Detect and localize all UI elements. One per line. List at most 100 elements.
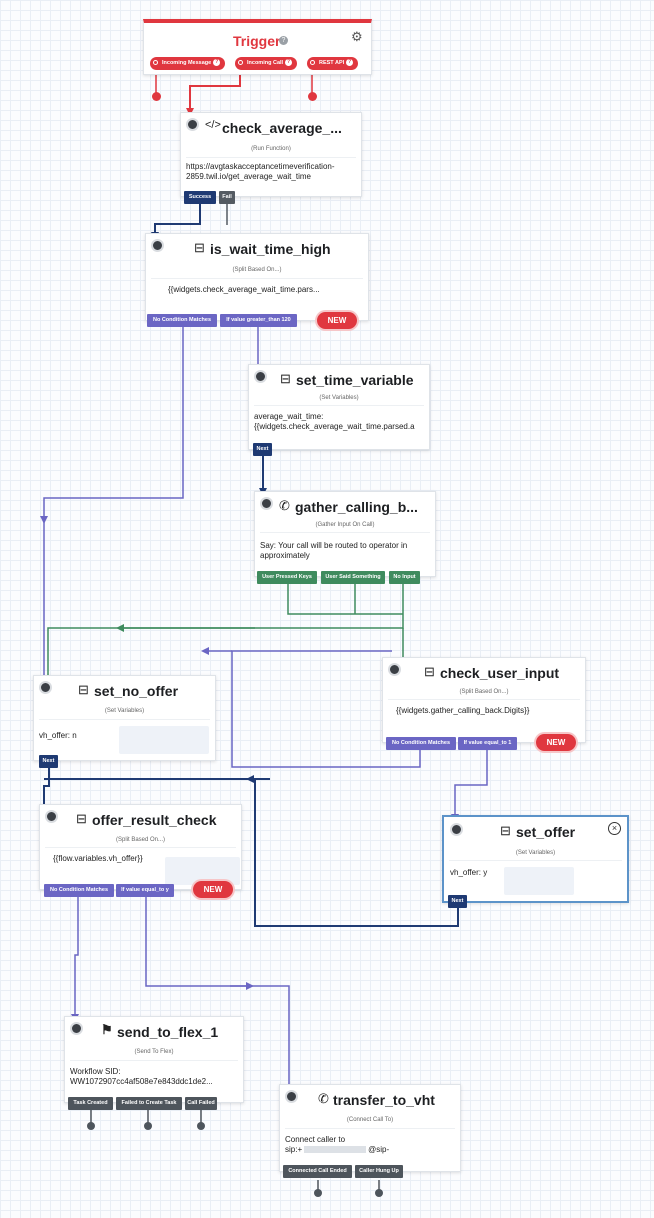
- widget-offer-result-check[interactable]: ⊟ offer_result_check (Split Based On...)…: [39, 804, 242, 890]
- wire-no-condition-3: [71, 897, 79, 1022]
- port-task-created[interactable]: Task Created: [68, 1097, 113, 1110]
- divider: [260, 532, 430, 533]
- divider: [449, 860, 622, 861]
- endpoint-dot[interactable]: [197, 1122, 205, 1130]
- widget-title: set_time_variable: [296, 372, 414, 388]
- widget-title: transfer_to_vht: [333, 1092, 435, 1108]
- port-fail[interactable]: Fail: [219, 191, 235, 204]
- widget-body: {{widgets.check_average_wait_time.pars..…: [168, 285, 320, 294]
- port-failed-to-create-task[interactable]: Failed to Create Task: [116, 1097, 182, 1110]
- port-no-input[interactable]: No Input: [389, 571, 420, 584]
- split-icon: ⊟: [194, 240, 205, 255]
- widget-body: Workflow SID: WW1072907cc4af508e7e843ddc…: [70, 1067, 213, 1086]
- port-user-pressed-keys[interactable]: User Pressed Keys: [257, 571, 317, 584]
- new-badge: NEW: [317, 312, 357, 329]
- wire-success: [151, 204, 201, 240]
- port-no-condition[interactable]: No Condition Matches: [386, 737, 456, 750]
- trigger-connector-dot[interactable]: [308, 92, 317, 101]
- port-equal-to-1[interactable]: If value equal_to 1: [458, 737, 517, 750]
- widget-handle[interactable]: [285, 1090, 298, 1103]
- trigger-pill-incoming-message[interactable]: Incoming Message?: [150, 57, 226, 70]
- widget-handle[interactable]: [186, 118, 199, 131]
- widget-body: Connect caller to sip:+@sip-: [285, 1135, 390, 1154]
- port-success[interactable]: Success: [184, 191, 216, 204]
- port-call-failed[interactable]: Call Failed: [185, 1097, 217, 1110]
- pill-dot-icon: [238, 60, 243, 65]
- close-icon[interactable]: ×: [608, 822, 621, 835]
- endpoint-dot[interactable]: [87, 1122, 95, 1130]
- port-caller-hung-up[interactable]: Caller Hung Up: [355, 1165, 403, 1178]
- widget-title: gather_calling_b...: [295, 499, 418, 515]
- trigger-pill-incoming-call[interactable]: Incoming Call?: [235, 57, 298, 70]
- divider: [70, 1060, 238, 1061]
- gears-icon[interactable]: ⚙: [351, 29, 363, 44]
- widget-subtitle: (Set Variables): [319, 395, 359, 401]
- flex-icon: ⚑: [101, 1022, 113, 1037]
- redacted-area: [165, 857, 240, 885]
- endpoint-dot[interactable]: [375, 1189, 383, 1197]
- widget-handle[interactable]: [450, 823, 463, 836]
- port-no-condition[interactable]: No Condition Matches: [44, 884, 114, 897]
- widget-subtitle: (Set Variables): [515, 850, 556, 856]
- widget-set-offer[interactable]: ⊟ set_offer × (Set Variables) vh_offer: …: [442, 815, 629, 903]
- widget-subtitle: (Gather Input On Call): [315, 522, 375, 528]
- phone-icon: ✆: [318, 1091, 329, 1106]
- widget-send-to-flex[interactable]: ⚑ send_to_flex_1 (Send To Flex) Workflow…: [64, 1016, 244, 1103]
- widget-handle[interactable]: [260, 497, 273, 510]
- port-connected-call-ended[interactable]: Connected Call Ended: [283, 1165, 352, 1178]
- widget-body: average_wait_time: {{widgets.check_avera…: [254, 412, 415, 431]
- widget-is-wait-time-high[interactable]: ⊟ is_wait_time_high (Split Based On...) …: [145, 233, 369, 321]
- widget-title: send_to_flex_1: [117, 1024, 219, 1040]
- wire-gather-ports: [47, 584, 404, 680]
- wire-equal-1: [451, 750, 488, 822]
- question-icon[interactable]: ?: [279, 36, 288, 45]
- variables-icon: ⊟: [500, 823, 511, 838]
- trigger-connector-dot[interactable]: [152, 92, 161, 101]
- pill-dot-icon: [153, 60, 158, 65]
- widget-subtitle: (Split Based On...): [115, 837, 166, 843]
- endpoint-dot[interactable]: [314, 1189, 322, 1197]
- divider: [186, 157, 356, 158]
- widget-check-average[interactable]: </> check_average_... (Run Function) htt…: [180, 112, 362, 197]
- widget-subtitle: (Send To Flex): [134, 1049, 174, 1055]
- wire-next-2: [40, 768, 50, 812]
- phone-icon: ✆: [279, 498, 290, 513]
- new-badge: NEW: [536, 734, 576, 751]
- port-no-condition[interactable]: No Condition Matches: [147, 314, 217, 327]
- trigger-widget[interactable]: Trigger ? ⚙ Incoming Message? Incoming C…: [143, 19, 372, 75]
- redacted-area: [119, 726, 209, 754]
- split-icon: ⊟: [76, 811, 87, 826]
- port-next[interactable]: Next: [448, 895, 467, 908]
- port-greater-than[interactable]: If value greater_than 120: [220, 314, 297, 327]
- divider: [39, 719, 210, 720]
- widget-handle[interactable]: [151, 239, 164, 252]
- port-next[interactable]: Next: [39, 755, 58, 768]
- widget-transfer-to-vht[interactable]: ✆ transfer_to_vht (Connect Call To) Conn…: [279, 1084, 461, 1172]
- widget-subtitle: (Split Based On...): [232, 267, 282, 273]
- widget-check-user-input[interactable]: ⊟ check_user_input (Split Based On...) {…: [382, 657, 586, 743]
- variables-icon: ⊟: [280, 371, 291, 386]
- widget-title: set_offer: [516, 824, 576, 840]
- widget-title: set_no_offer: [94, 683, 179, 699]
- widget-handle[interactable]: [39, 681, 52, 694]
- trigger-pill-rest-api[interactable]: REST API?: [307, 57, 359, 70]
- widget-handle[interactable]: [70, 1022, 83, 1035]
- widget-body: vh_offer: n: [39, 731, 77, 740]
- widget-title: offer_result_check: [92, 812, 217, 828]
- widget-handle[interactable]: [388, 663, 401, 676]
- widget-set-time-variable[interactable]: ⊟ set_time_variable (Set Variables) aver…: [248, 364, 430, 450]
- new-badge: NEW: [193, 881, 233, 898]
- port-user-said-something[interactable]: User Said Something: [321, 571, 385, 584]
- endpoint-dot[interactable]: [144, 1122, 152, 1130]
- widget-handle[interactable]: [254, 370, 267, 383]
- port-equal-to-y[interactable]: If value equal_to y: [116, 884, 174, 897]
- divider: [388, 699, 580, 700]
- widget-subtitle: (Run Function): [251, 146, 291, 152]
- widget-body: {{widgets.gather_calling_back.Digits}}: [396, 706, 530, 715]
- widget-gather-calling[interactable]: ✆ gather_calling_b... (Gather Input On C…: [254, 491, 436, 577]
- port-next[interactable]: Next: [253, 443, 272, 456]
- widget-set-no-offer[interactable]: ⊟ set_no_offer (Set Variables) vh_offer:…: [33, 675, 216, 761]
- widget-handle[interactable]: [45, 810, 58, 823]
- divider: [151, 278, 363, 279]
- help-icon: ?: [213, 59, 221, 67]
